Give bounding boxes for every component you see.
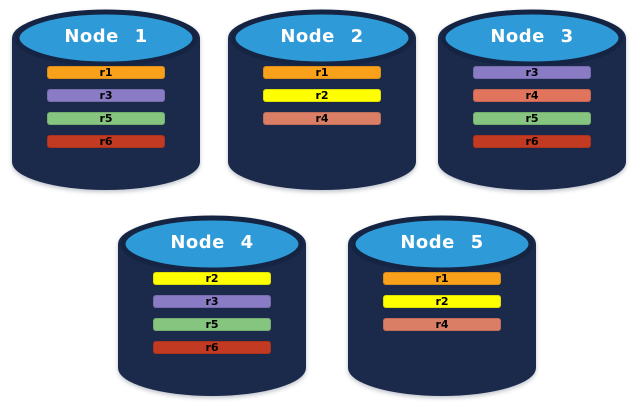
record-bar: r6	[47, 135, 165, 148]
cylinder-top	[120, 215, 304, 273]
node-4: Node 4 r2 r3 r5 r6	[117, 211, 307, 401]
cylinder-top	[440, 9, 624, 67]
record-list: r1 r2 r4	[347, 272, 537, 331]
record-bar: r5	[153, 318, 271, 331]
record-bar: r2	[263, 89, 381, 102]
record-bar: r2	[153, 272, 271, 285]
record-list: r1 r2 r4	[227, 66, 417, 125]
node-3: Node 3 r3 r4 r5 r6	[437, 5, 627, 195]
cylinder-top	[350, 215, 534, 273]
record-bar: r5	[473, 112, 591, 125]
record-bar: r1	[383, 272, 501, 285]
node-title: Node 2	[280, 26, 364, 47]
record-bar: r1	[47, 66, 165, 79]
node-title: Node 1	[64, 26, 148, 47]
node-5: Node 5 r1 r2 r4	[347, 211, 537, 401]
record-bar: r1	[263, 66, 381, 79]
node-title: Node 4	[170, 232, 254, 253]
cylinder-top	[230, 9, 414, 67]
node-title: Node 3	[490, 26, 574, 47]
record-list: r2 r3 r5 r6	[117, 272, 307, 354]
record-bar: r4	[263, 112, 381, 125]
node-2: Node 2 r1 r2 r4	[227, 5, 417, 195]
record-bar: r3	[47, 89, 165, 102]
record-bar: r4	[473, 89, 591, 102]
record-bar: r2	[383, 295, 501, 308]
record-bar: r3	[153, 295, 271, 308]
record-bar: r6	[473, 135, 591, 148]
record-bar: r5	[47, 112, 165, 125]
cylinder-top	[14, 9, 198, 67]
record-list: r1 r3 r5 r6	[11, 66, 201, 148]
record-list: r3 r4 r5 r6	[437, 66, 627, 148]
record-bar: r4	[383, 318, 501, 331]
node-1: Node 1 r1 r3 r5 r6	[11, 5, 201, 195]
node-title: Node 5	[400, 232, 484, 253]
record-bar: r6	[153, 341, 271, 354]
record-bar: r3	[473, 66, 591, 79]
